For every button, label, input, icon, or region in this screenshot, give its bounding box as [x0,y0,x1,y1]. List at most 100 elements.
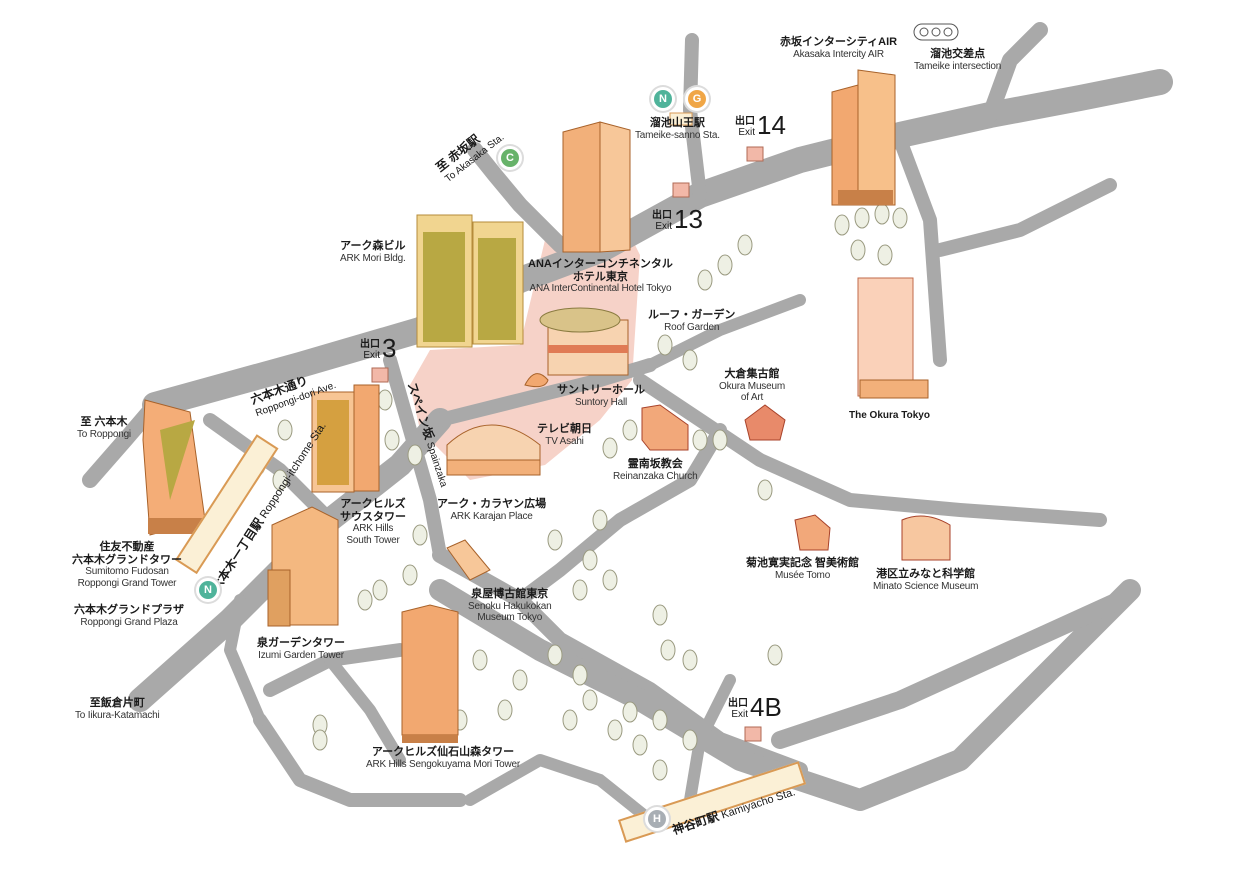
okura-tokyo-en: The Okura Tokyo [849,410,930,421]
ark-mori-label: アーク森ビル ARK Mori Bldg. [340,240,406,264]
line-badge-n-tameike: N [654,90,672,108]
tameike-station-marker [669,112,693,126]
ark-hills-south-jp1: アークヒルズ [340,498,406,510]
ark-mori-jp: アーク森ビル [340,240,406,252]
sumitomo-jp1: 住友不動産 [99,541,155,553]
tameike-intersection-label: 溜池交差点 Tameike intersection [914,48,1001,72]
roof-garden-label: ルーフ・ガーデン Roof Garden [648,309,735,333]
okura-museum-building [744,404,786,441]
road-tameike-2 [683,33,707,202]
to-roppongi-jp: 至 六本木 [80,416,128,428]
to-roppongi-label: 至 六本木 To Roppongi [77,416,131,440]
kikuchi-en: Musée Tomo [774,569,831,581]
sumitomo-jp2: 六本木グランドタワー [72,553,182,566]
exit-3-jp: 出口 [360,338,380,350]
road-south-2 [253,713,467,807]
kikuchi-jp: 菊池寛実記念 智美術館 [746,557,860,569]
road-east-b [644,294,806,371]
road-east-a [633,373,1107,527]
road-left-loop [224,594,266,726]
road-to-akasaka [467,142,568,253]
tameike-sanno-en: Tameike-sanno Sta. [635,129,720,141]
road-spainzaka [383,353,447,562]
senoku-en2: Museum Tokyo [477,612,543,624]
tv-asahi-jp: テレビ朝日 [537,423,592,435]
okura-museum-label: 大倉集古館 Okura Museum of Art [719,368,785,404]
sengokuyama-en: ARK Hills Sengokuyama Mori Tower [366,758,521,770]
exit-13-jp: 出口 [652,209,672,221]
izumi-garden-en: Izumi Garden Tower [258,649,344,661]
exit-14-en: Exit [738,126,755,138]
izumi-garden-building [267,506,339,627]
reinanzaka-en: Reinanzaka Church [613,470,698,482]
senoku-jp: 泉屋博古館東京 [471,588,549,600]
akasaka-intercity-en: Akasaka Intercity AIR [793,48,884,60]
exit-3-en: Exit [363,349,380,361]
kikuchi-label: 菊池寛実記念 智美術館 Musée Tomo [746,557,859,581]
road-center [513,423,727,607]
senoku-en1: Senoku Hakukokan [468,600,552,612]
ana-hotel-en: ANA InterContinental Hotel Tokyo [529,283,672,295]
ana-hotel-label: ANAインターコンチネンタル ホテル東京 ANA InterContinenta… [528,258,673,295]
sumitomo-label: 住友不動産 六本木グランドタワー Sumitomo Fudosan Roppon… [72,541,182,589]
okura-tokyo-label: The Okura Tokyo [849,410,930,422]
line-badge-c-akasaka: C [501,149,519,167]
ark-hills-south-label: アークヒルズ サウスタワー ARK Hills South Tower [340,498,406,546]
tameike-sanno-label: 溜池山王駅 Tameike-sanno Sta. [635,117,720,141]
grand-plaza-label: 六本木グランドプラザ Roppongi Grand Plaza [74,604,184,628]
reinanzaka-label: 霊南坂教会 Reinanzaka Church [613,458,698,482]
line-badge-g-tameike: G [688,90,706,108]
musee-tomo-building [794,514,831,551]
sengokuyama-label: アークヒルズ仙石山森タワー ARK Hills Sengokuyama Mori… [366,746,520,770]
exit-3-number: 3 [382,333,397,363]
izumi-garden-label: 泉ガーデンタワー Izumi Garden Tower [257,637,345,661]
sumitomo-tower-building [142,399,206,536]
road-okura-east [893,133,947,367]
grand-plaza-jp: 六本木グランドプラザ [74,604,184,616]
road-south-3 [464,754,656,826]
sumitomo-en1: Sumitomo Fudosan [85,566,169,578]
to-roppongi-en: To Roppongi [77,428,131,440]
exit-4b-number: 4B [750,692,782,722]
okura-tokyo-building [857,277,929,399]
sumitomo-en2: Roppongi Grand Tower [77,577,177,589]
tameike-intersection-en: Tameike intersection [914,60,1002,72]
reinanzaka-jp: 霊南坂教会 [627,458,683,470]
suntory-hall-en: Suntory Hall [574,396,628,408]
ark-mori-en: ARK Mori Bldg. [340,252,406,264]
exit-13-number: 13 [674,204,703,234]
akasaka-intercity-jp: 赤坂インターシティAIR [780,36,898,48]
to-iikura-label: 至飯倉片町 To Iikura-Katamachi [75,697,160,721]
ark-hills-south-en1: ARK Hills [352,523,394,535]
road-okura-east-2 [933,178,1117,257]
tv-asahi-label: テレビ朝日 TV Asahi [537,423,592,447]
senoku-label: 泉屋博古館東京 Senoku Hakukokan Museum Tokyo [468,588,552,624]
sengokuyama-jp: アークヒルズ仙石山森タワー [371,746,515,758]
sengokuyama-building [401,604,459,743]
okura-museum-en2: of Art [740,392,764,404]
grand-plaza-en: Roppongi Grand Plaza [80,616,178,628]
exit-4b-en: Exit [731,708,748,720]
tameike-intersection-jp: 溜池交差点 [930,48,986,60]
to-iikura-jp: 至飯倉片町 [89,697,145,709]
ark-karajan-jp: アーク・カラヤン広場 [437,498,547,510]
tv-asahi-building [446,424,541,476]
ana-hotel-building [562,121,631,253]
minato-science-label: 港区立みなと科学館 Minato Science Museum [873,568,978,592]
ark-hills-south-building [311,384,380,493]
roof-garden-jp: ルーフ・ガーデン [648,309,736,321]
exit-14-number: 14 [757,110,786,140]
traffic-signal-icon [913,23,959,41]
road-tameike [982,22,1048,123]
ark-hills-south-en2: South Tower [346,534,400,546]
ana-hotel-jp2: ホテル東京 [572,270,628,283]
exit-markers [371,146,764,742]
suntory-hall-building [524,307,629,388]
senoku-building [446,539,491,581]
line-badge-n-roppongi: N [199,581,217,599]
exit-4b-jp: 出口 [728,697,748,709]
akasaka-intercity-building [831,69,896,206]
